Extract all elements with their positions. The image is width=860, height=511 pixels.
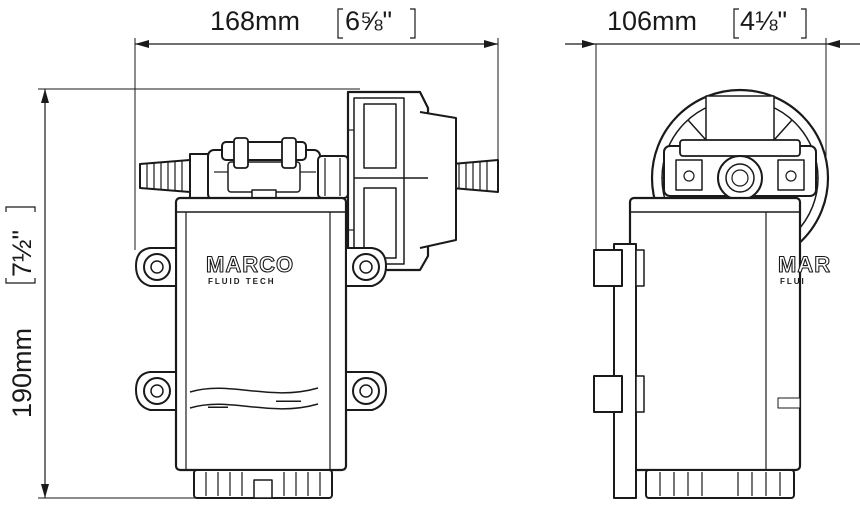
pump-side-view: MAR FLUI (593, 88, 831, 499)
pump-body-front: ▬▬▬▬ ▬▬▬▬▬ (174, 196, 348, 472)
brand-logo-front: MARCO FLUID TECH (205, 251, 294, 286)
width-front-fraction: 6⅝" (345, 6, 392, 36)
pump-body-side: MAR FLUI (628, 196, 831, 472)
bottom-cap-side (645, 469, 795, 499)
logo-sub-text: FLUID TECH (208, 277, 276, 286)
side-logo-main-text: MAR (778, 252, 831, 277)
dimension-width-front: 168mm 6⅝" (134, 6, 499, 250)
arrow-in-right-icon (826, 40, 840, 48)
manifold-front (207, 137, 321, 201)
height-fraction: 7½" (7, 230, 37, 277)
body-fine-print-right: ▬▬▬▬▬ (276, 398, 301, 404)
mounting-foot-right (345, 247, 387, 411)
arrow-left-icon (135, 40, 149, 48)
arrow-in-left-icon (582, 40, 596, 48)
body-fine-print-left: ▬▬▬▬ (208, 404, 228, 410)
width-side-fraction: 4⅛" (740, 6, 787, 36)
bottom-cap-front (193, 469, 333, 499)
width-front-value: 168mm (210, 6, 300, 36)
arrow-right-icon (484, 40, 498, 48)
arrow-up-icon (41, 89, 49, 103)
height-value: 190mm (7, 328, 37, 418)
pump-front-view: ▬▬▬▬ ▬▬▬▬▬ MARCO FLUID TECH (135, 90, 499, 499)
width-side-value: 106mm (607, 6, 697, 36)
motor-end-bracket (346, 90, 457, 272)
bracket-left (337, 8, 343, 39)
manifold-side (663, 139, 817, 201)
dimension-width-side: 106mm 4⅛" (565, 6, 860, 250)
hose-barb-left (139, 153, 211, 199)
logo-main-text: MARCO (206, 252, 294, 277)
mounting-rail-side (593, 243, 645, 499)
arrow-down-icon (41, 484, 49, 498)
bracket-right (410, 8, 416, 39)
dimension-height: 190mm 7½" (5, 88, 360, 499)
mounting-foot-left (135, 247, 177, 411)
side-logo-sub-text: FLUI (780, 277, 806, 286)
